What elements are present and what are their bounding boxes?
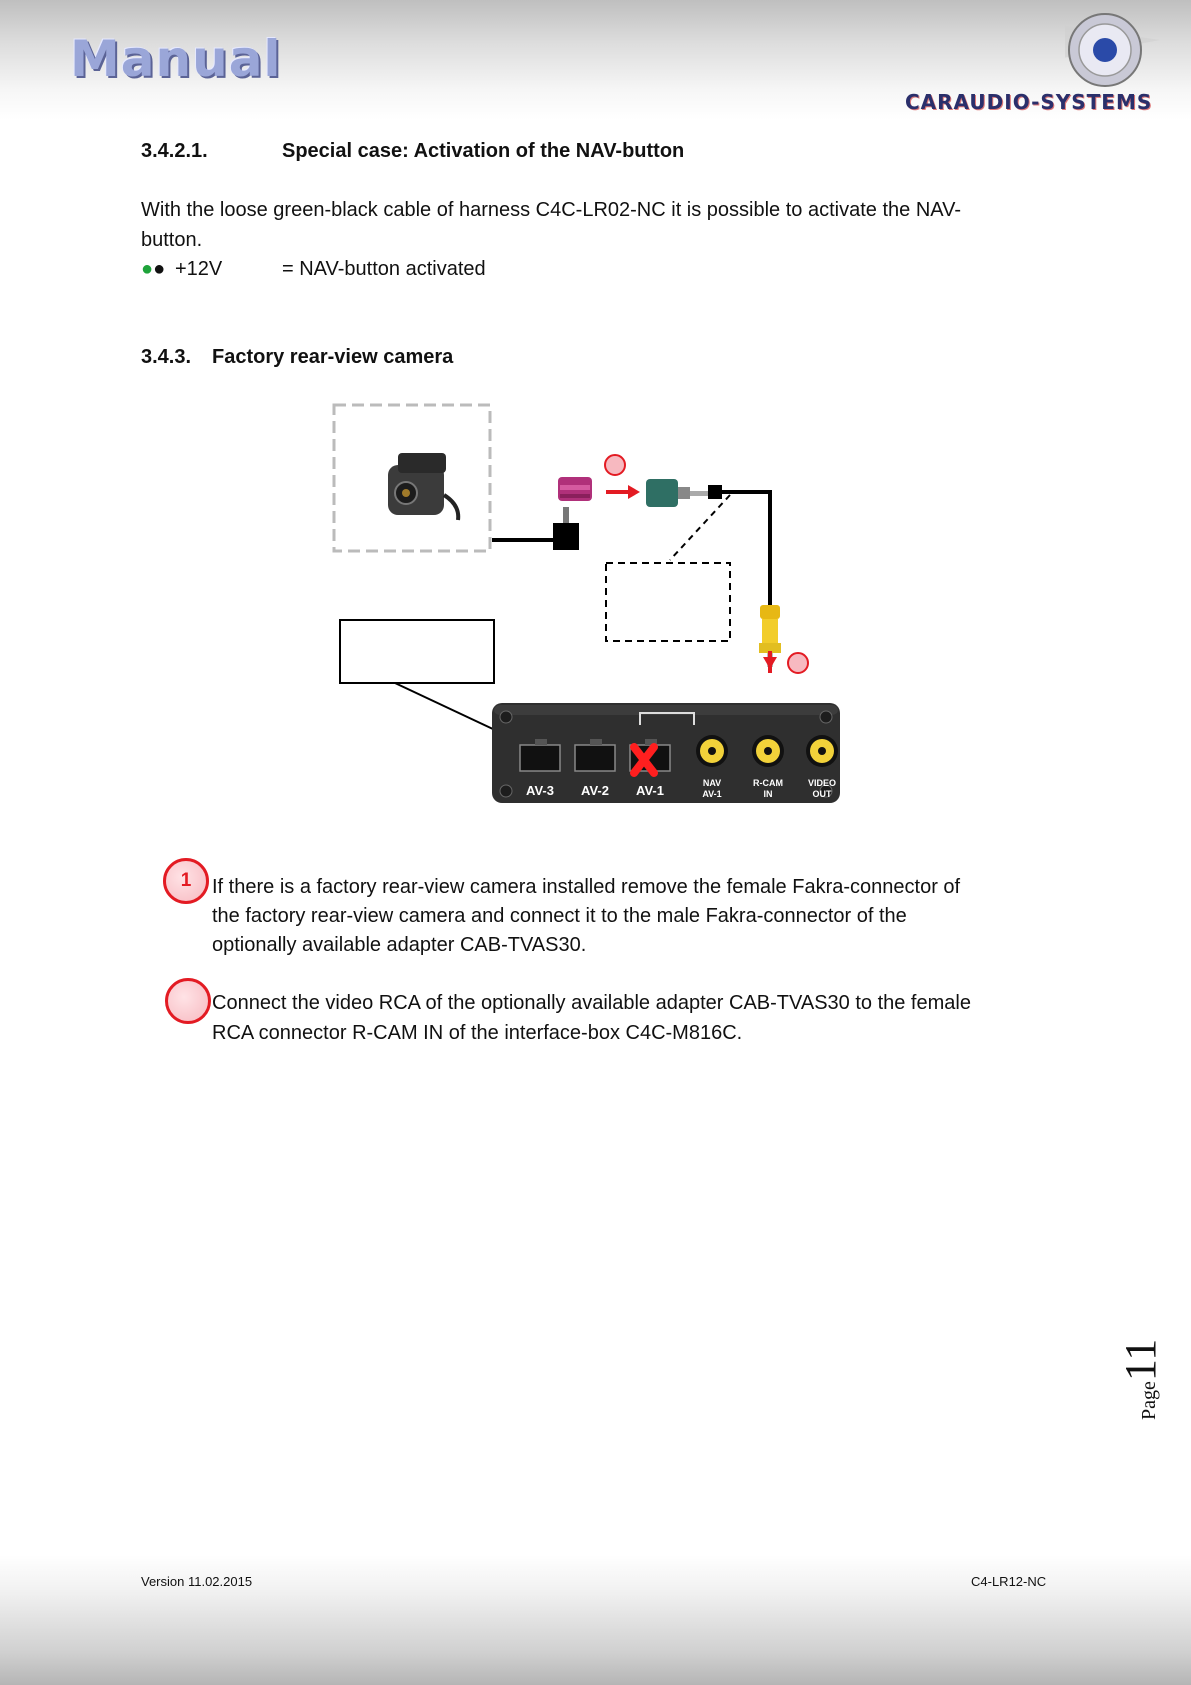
- rca-label-nav-av1: AV-1: [702, 789, 721, 799]
- port-av1: [629, 739, 671, 777]
- iso-seal-icon: [1065, 13, 1160, 87]
- rca-socket-nav-av1: [696, 735, 728, 767]
- green-dot-icon: ●: [141, 258, 154, 280]
- section-3421-text-line1: With the loose green-black cable of harn…: [141, 199, 962, 221]
- step-badge-2: [165, 978, 211, 1024]
- port-label-av2: AV-2: [581, 783, 609, 798]
- wiring-diagram: AV-3 AV-2 AV-1 NAV AV-1 R-CAM IN VIDEO O…: [332, 403, 840, 803]
- fakra-male-connector: [646, 479, 708, 507]
- section-343-number: 3.4.3.: [141, 346, 192, 368]
- step-1-line2: the factory rear-view camera and connect…: [212, 905, 907, 927]
- header-band: [0, 0, 1191, 120]
- rca-label-rcam-in: IN: [764, 789, 773, 799]
- section-3421-number: 3.4.2.1.: [141, 140, 208, 162]
- diagram-marker-1: [604, 454, 626, 476]
- manual-title: Manual: [70, 30, 282, 88]
- footer-doc-id: C4-LR12-NC: [971, 1574, 1047, 1589]
- section-343-title: Factory rear-view camera: [212, 346, 454, 368]
- step-badge-1: 1: [163, 858, 209, 904]
- page-label: Page: [1138, 1381, 1160, 1420]
- fakra-female-connector: [558, 477, 592, 501]
- rca-label-video-out: OUT: [813, 789, 833, 799]
- adapter-cable: [722, 490, 772, 605]
- brand-logo: CARAUDIO-SYSTEMS: [905, 90, 1153, 114]
- black-dot-icon: ●: [153, 258, 166, 280]
- wire-result: = NAV-button activated: [282, 258, 486, 280]
- step-2-line1: Connect the video RCA of the optionally …: [212, 992, 971, 1014]
- port-av2: [574, 739, 616, 772]
- wire-dots: ●●: [141, 254, 165, 284]
- step-1-line3: optionally available adapter CAB-TVAS30.: [212, 934, 587, 956]
- page-number-value: 11: [1116, 1338, 1165, 1382]
- section-3421-text-line2: button.: [141, 229, 203, 251]
- step-2-line2: RCA connector R-CAM IN of the interface-…: [212, 1022, 743, 1044]
- diagram-marker-2: [787, 652, 809, 674]
- footer-version: Version 11.02.2015: [141, 1574, 253, 1589]
- port-label-av1: AV-1: [636, 783, 664, 798]
- section-3421-title: Special case: Activation of the NAV-butt…: [282, 140, 685, 162]
- port-av3: [519, 739, 561, 772]
- rca-label-nav: NAV: [703, 778, 721, 788]
- wire-voltage: +12V: [175, 258, 223, 280]
- rear-view-camera-icon: [388, 453, 461, 521]
- page-number: Page11: [1115, 1339, 1166, 1420]
- interface-box-c4c-m816c: AV-3 AV-2 AV-1 NAV AV-1 R-CAM IN VIDEO O…: [492, 703, 840, 803]
- rca-label-video: VIDEO: [808, 778, 836, 788]
- rca-label-rcam: R-CAM: [753, 778, 783, 788]
- cable-junction-block: [553, 523, 579, 550]
- port-label-av3: AV-3: [526, 783, 554, 798]
- adapter-callout-box: [605, 562, 731, 642]
- factory-camera-frame: [332, 403, 492, 553]
- interface-callout-box: [339, 619, 495, 684]
- rca-socket-video-out: [806, 735, 838, 767]
- rca-socket-rcam-in: [752, 735, 784, 767]
- footer-band: [0, 1555, 1191, 1685]
- step-1-line1: If there is a factory rear-view camera i…: [212, 876, 961, 898]
